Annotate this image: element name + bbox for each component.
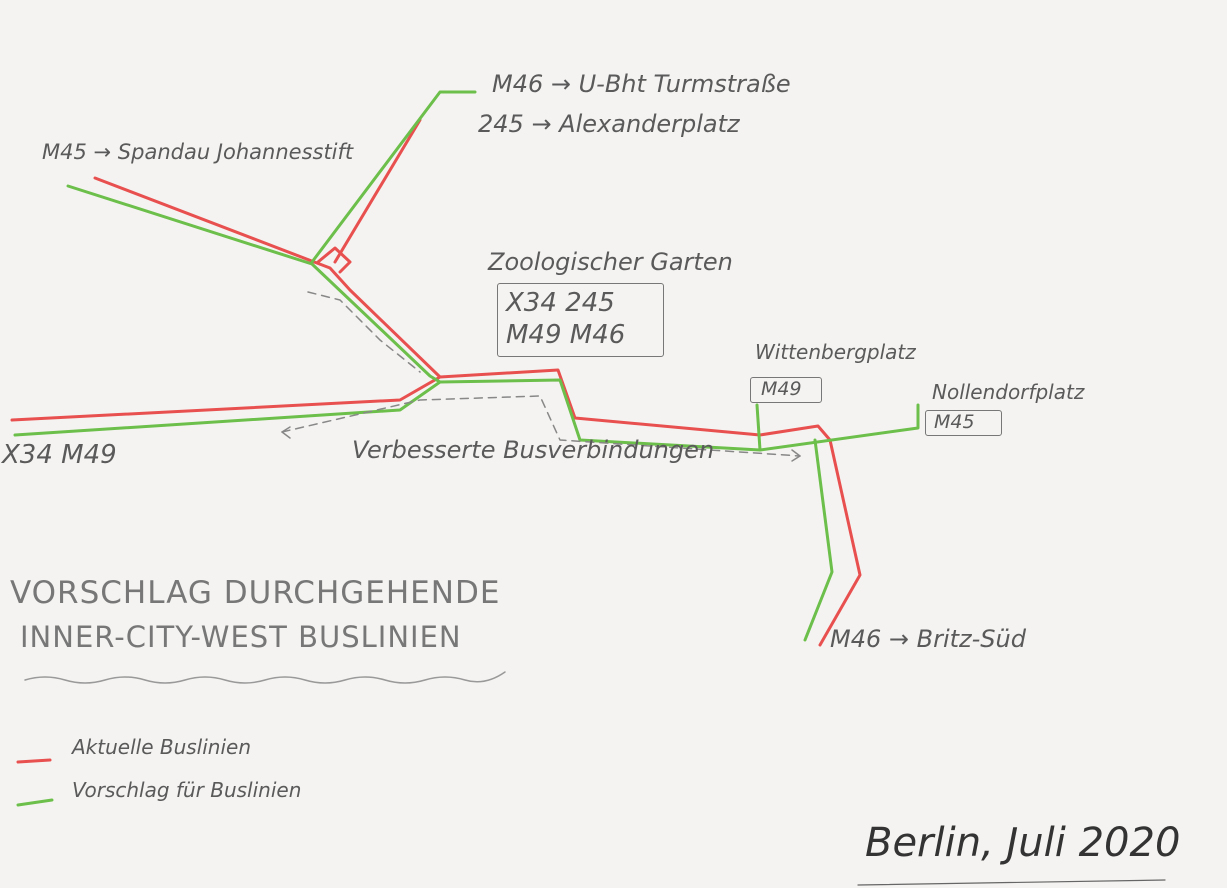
label-x34-m49: X34 M49 (2, 440, 117, 470)
legend-proposed-label: Vorschlag für Buslinien (72, 778, 302, 802)
label-m46-south: M46 → Britz-Süd (830, 625, 1026, 653)
wittenbergplatz-line: M49 (761, 378, 802, 400)
current-route-m45 (93, 176, 862, 647)
arrowhead-left (281, 426, 291, 439)
proposed-route-m46-north (310, 90, 477, 264)
legend-swatch-current (16, 758, 52, 764)
zoo-lines-1: X34 245 (506, 288, 615, 318)
label-nollendorfplatz: Nollendorfplatz (932, 380, 1085, 404)
label-245-north: 245 → Alexanderplatz (478, 110, 740, 138)
current-route-loop (316, 246, 352, 274)
label-wittenbergplatz: Wittenbergplatz (755, 340, 916, 364)
label-zoo: Zoologischer Garten (488, 248, 733, 276)
label-m46-north: M46 → U-Bht Turmstraße (492, 70, 791, 98)
label-m45-west: M45 → Spandau Johannesstift (42, 140, 354, 164)
label-improved-connections: Verbesserte Busverbindungen (352, 436, 715, 464)
wittenbergplatz-box: M49 (750, 377, 822, 403)
current-route-x34-m49 (10, 375, 442, 422)
signature: Berlin, Juli 2020 (865, 820, 1181, 866)
improved-connection-arrow-upper (307, 291, 421, 373)
title-line-2: INNER-CITY-WEST BUSLINIEN (20, 620, 462, 654)
zoo-lines-2: M49 M46 (506, 320, 626, 350)
nollendorfplatz-line: M45 (934, 411, 975, 433)
proposed-route-wittenberg (755, 403, 762, 452)
title-underline (24, 671, 506, 684)
zoo-lines-box: X34 245 M49 M46 (497, 283, 664, 357)
current-route-245 (333, 118, 422, 264)
nollendorfplatz-box: M45 (925, 410, 1002, 436)
arrowhead-right (791, 449, 801, 462)
signature-underline (857, 879, 1166, 886)
legend-current-label: Aktuelle Buslinien (72, 735, 252, 759)
legend-swatch-proposed (16, 798, 54, 807)
proposed-route-m45 (66, 184, 920, 452)
proposed-route-m46-south (803, 438, 834, 642)
proposed-route-x34-m49 (13, 380, 442, 437)
title-line-1: VORSCHLAG DURCHGEHENDE (10, 575, 501, 611)
